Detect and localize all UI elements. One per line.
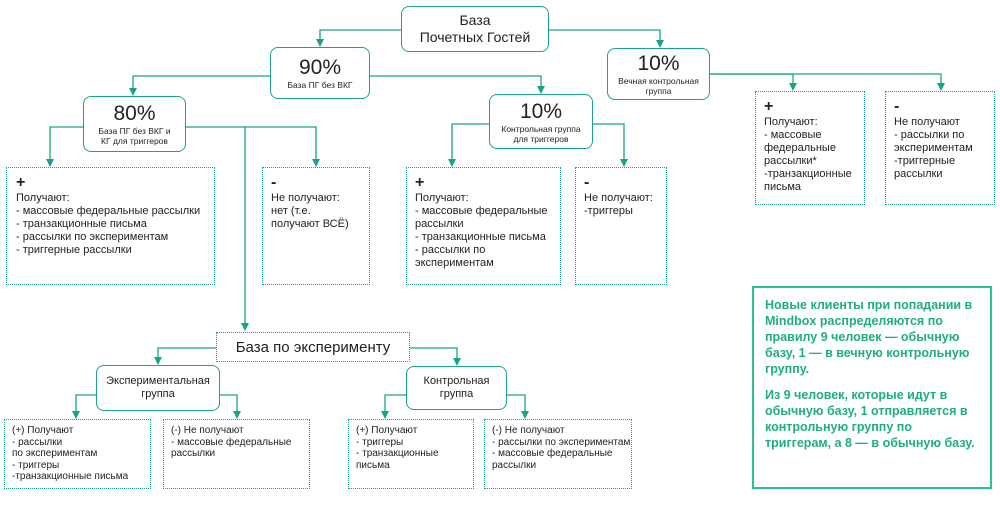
connector-ctrl-group [410,347,461,366]
plus-sign: + [16,174,26,191]
experiment-base-title: База по эксперименту [235,338,391,356]
control-group-title: Контрольная группа [423,375,490,400]
connector-root-90 [316,29,401,47]
connector-ctrl-minus [507,394,529,419]
connector-ctrl-plus [381,394,406,419]
box-80-receives: + Получают: - массовые федеральные рассы… [6,167,215,285]
connector-root-10 [549,29,664,48]
experimental-group-line1: Экспериментальная [106,375,210,387]
connector-80-minus [186,126,320,167]
box-vkg-not-receives: - Не получают - рассылки по эксперимента… [885,91,995,205]
box-kg-receives-text: Получают: - массовые федеральные рассылк… [415,192,548,269]
node-80: 80% База ПГ без ВКГ и КГ для триггеров [83,96,186,152]
node-80-caption-line1: База ПГ без ВКГ и [98,126,171,136]
root-title-line1: База [459,12,491,28]
connector-exp-minus [220,394,241,419]
info-paragraph-2: Из 9 человек, которые идут в обычную баз… [765,388,975,450]
box-kg-not-receives: - Не получают: -триггеры [575,167,667,285]
box-vkg-not-receives-text: Не получают - рассылки по экспериментам … [894,116,973,180]
plus-sign: + [415,174,425,191]
node-10-vkg-caption-line2: группа [645,86,672,96]
minus-sign: - [894,98,900,115]
box-exp-not-receives: (-) Не получают - массовые федеральные р… [163,419,310,489]
connector-vkg-plus [710,73,797,91]
box-80-not-receives-text: Не получают: нет (т.е. получают ВСЁ) [271,192,349,230]
connector-90-80 [129,75,270,96]
experimental-group-node: Экспериментальная группа [96,365,220,411]
node-10-vkg-percent: 10% [637,52,680,75]
node-80-percent: 80% [113,102,156,125]
experimental-group-line2: группа [141,388,175,400]
node-90-percent: 90% [298,56,342,79]
box-kg-not-receives-text: Не получают: -триггеры [584,192,653,217]
box-80-receives-text: Получают: - массовые федеральные рассылк… [16,192,201,256]
box-exp-receives: (+) Получают - рассылки по экспериментам… [4,419,151,489]
box-vkg-receives: + Получают: - массовые федеральные рассы… [755,91,865,205]
experiment-base-node: База по эксперименту [216,332,410,362]
node-80-caption-line2: КГ для триггеров [101,136,168,146]
info-note: Новые клиенты при попадании в Mindbox ра… [752,286,992,489]
connector-exp-plus [72,394,96,419]
connector-80-plus [46,126,83,167]
root-node: База Почетных Гостей [401,6,549,52]
node-10-vkg: 10% Вечная контрольная группа [607,48,710,100]
connector-kg-plus [448,123,489,167]
connector-90-10kg [370,75,545,94]
box-kg-receives: + Получают: - массовые федеральные рассы… [406,167,561,285]
minus-sign: - [584,174,590,191]
plus-sign: + [764,98,774,115]
box-80-not-receives: - Не получают: нет (т.е. получают ВСЁ) [262,167,370,285]
connector-vkg-minus [710,73,945,91]
node-10-kg-caption-line2: для триггеров [513,133,569,144]
connector-kg-minus [593,123,628,167]
box-ctrl-not-receives: (-) Не получают - рассылки по эксперимен… [484,419,632,489]
node-10-vkg-caption-line1: Вечная контрольная [618,76,699,86]
control-group-node: Контрольная группа [406,366,507,410]
minus-sign: - [271,174,277,191]
connector-exp-group [154,347,216,365]
node-10-kg-caption-line1: Контрольная группа [501,123,581,134]
info-paragraph-1: Новые клиенты при попадании в Mindbox ра… [765,298,973,376]
box-vkg-receives-text: Получают: - массовые федеральные рассылк… [764,116,852,193]
node-90: 90% База ПГ без ВКГ [270,47,370,99]
node-10-kg-percent: 10% [519,99,563,123]
node-10-kg: 10% Контрольная группа для триггеров [489,94,593,149]
box-ctrl-receives: (+) Получают - триггеры - транзакционные… [348,419,474,489]
root-title-line2: Почетных Гостей [419,29,531,45]
node-90-caption: База ПГ без ВКГ [287,80,353,90]
